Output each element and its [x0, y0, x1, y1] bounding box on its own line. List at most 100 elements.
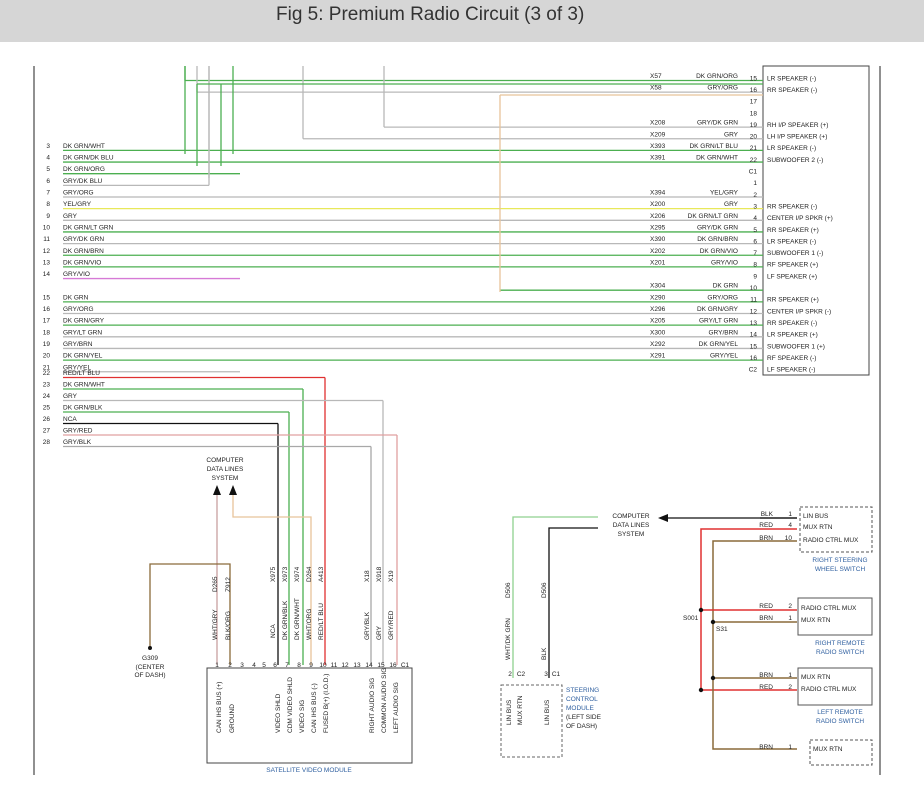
ground-icon — [148, 646, 152, 650]
connector-pin: 10 — [43, 224, 51, 231]
amp-pin: 20 — [750, 134, 758, 141]
wire-color-left: DK GRN/WHT — [63, 143, 105, 150]
wire-color-right: GRY/YEL — [710, 353, 738, 360]
amp-pin: 13 — [750, 320, 758, 327]
wire-color-right: GRY/DK GRN — [697, 120, 738, 127]
vertical-label: COMMON AUDIO SIG — [381, 668, 388, 733]
switch-box — [797, 597, 873, 636]
vertical-label: BLK/ORG — [225, 611, 232, 640]
pin-number: C2 — [517, 671, 526, 678]
wire-color-right: GRY/ORG — [707, 294, 738, 301]
connector-pin: 16 — [43, 306, 51, 313]
wire — [712, 540, 797, 750]
connector-pin: 20 — [43, 353, 51, 360]
ground-location: OF DASH) — [134, 672, 165, 679]
wire-color-left: GRY/LT GRN — [63, 329, 102, 336]
vertical-label: NCA — [270, 624, 277, 638]
circuit-id: X304 — [650, 283, 666, 290]
amp-pin: 1 — [753, 180, 757, 187]
connector-pin: 5 — [46, 166, 50, 173]
vertical-label: DK GRN/BLK — [282, 600, 289, 640]
wire-color: RED — [759, 684, 773, 691]
vertical-label: A413 — [318, 566, 325, 582]
wire-color-left: GRY/RED — [63, 428, 93, 435]
switch-label: RIGHT STEERING — [812, 557, 867, 564]
amp-pin: 12 — [750, 308, 758, 315]
vertical-label: D265 — [212, 576, 219, 592]
cdl-label: SYSTEM — [618, 531, 645, 538]
amp-pin: 3 — [753, 203, 757, 210]
pin-number: 2 — [228, 662, 232, 669]
vertical-label: X973 — [282, 566, 289, 582]
pin-number: 11 — [331, 662, 338, 669]
circuit-id: X300 — [650, 329, 666, 336]
amp-function: LF SPEAKER (-) — [767, 367, 815, 374]
steering-control-module-box — [500, 684, 563, 758]
amp-function: LR SPEAKER (-) — [767, 238, 816, 245]
circuit-id: X205 — [650, 318, 666, 325]
amp-pin: 8 — [753, 262, 757, 269]
connector-pin: 12 — [43, 248, 51, 255]
pin-number: 3 — [544, 671, 548, 678]
pin-number: C1 — [552, 671, 561, 678]
wire-color-right: DK GRN — [713, 283, 739, 290]
vertical-label: RIGHT AUDIO SIG — [369, 678, 376, 733]
amp-pin: 22 — [750, 157, 758, 164]
circuit-id: X57 — [650, 73, 662, 80]
page-title: Fig 5: Premium Radio Circuit (3 of 3) — [276, 4, 585, 25]
amp-pin: 15 — [750, 343, 758, 350]
amp-pin: 17 — [750, 99, 758, 106]
connector-pin: 6 — [46, 178, 50, 185]
vertical-label: BLK — [541, 647, 548, 660]
wire — [548, 527, 598, 678]
wire-color: BRN — [759, 672, 773, 679]
cdl-label: DATA LINES — [207, 466, 244, 473]
pin-number: 5 — [262, 662, 266, 669]
amp-pin: C1 — [749, 169, 758, 176]
amp-function: RR SPEAKER (-) — [767, 320, 817, 327]
wire-color: BRN — [759, 615, 773, 622]
switch-pin: 1 — [788, 511, 792, 518]
wire-color-left: DK GRN/WHT — [63, 382, 105, 389]
connector-pin: 22 — [43, 370, 51, 377]
amp-function: RF SPEAKER (+) — [767, 262, 818, 269]
connector-pin: 28 — [43, 439, 51, 446]
cdl-label: COMPUTER — [206, 457, 244, 464]
pin-number: 8 — [297, 662, 301, 669]
wire-color-left: DK GRN/GRY — [63, 318, 105, 325]
amp-function: RF SPEAKER (-) — [767, 355, 816, 362]
switch-function: MUX RTN — [813, 746, 843, 753]
vertical-label: X918 — [376, 566, 383, 582]
title-bar: Fig 5: Premium Radio Circuit (3 of 3) — [0, 0, 924, 42]
switch-box — [799, 506, 873, 553]
wire-color: BRN — [759, 535, 773, 542]
wire-color-left: DK GRN/BRN — [63, 248, 104, 255]
switch-label: RADIO SWITCH — [816, 718, 864, 725]
vertical-label: VIDEO SHLD — [275, 693, 282, 733]
connector-pin: 13 — [43, 259, 51, 266]
connector-pin: 21 — [43, 364, 51, 371]
wire-color-right: DK GRN/VIO — [700, 248, 738, 255]
circuit-id: X201 — [650, 259, 666, 266]
splice-id: S001 — [683, 615, 699, 622]
connector-pin: 19 — [43, 341, 51, 348]
wire-color-right: GRY/LT GRN — [699, 318, 738, 325]
wire-color-right: GRY/VIO — [711, 259, 738, 266]
connector-pin: 27 — [43, 428, 51, 435]
wire-color-right: GRY — [724, 131, 739, 138]
amp-pin: 4 — [753, 215, 757, 222]
wire-color: RED — [759, 603, 773, 610]
circuit-id: X206 — [650, 213, 666, 220]
pin-number: 7 — [285, 662, 289, 669]
cdl-label: COMPUTER — [612, 513, 650, 520]
wire-color-left: DK GRN/VIO — [63, 259, 101, 266]
switch-function: LIN BUS — [803, 513, 829, 520]
wire-color-left: DK GRN/BLK — [63, 405, 103, 412]
splice-icon — [710, 675, 716, 681]
wire-color-left: DK GRN — [63, 294, 89, 301]
module-label: OF DASH) — [566, 723, 597, 730]
module-label: SATELLITE VIDEO MODULE — [266, 767, 352, 774]
connector-pin: 24 — [43, 393, 51, 400]
wire-color-right: DK GRN/GRY — [697, 306, 739, 313]
module-label: (LEFT SIDE — [566, 714, 602, 721]
